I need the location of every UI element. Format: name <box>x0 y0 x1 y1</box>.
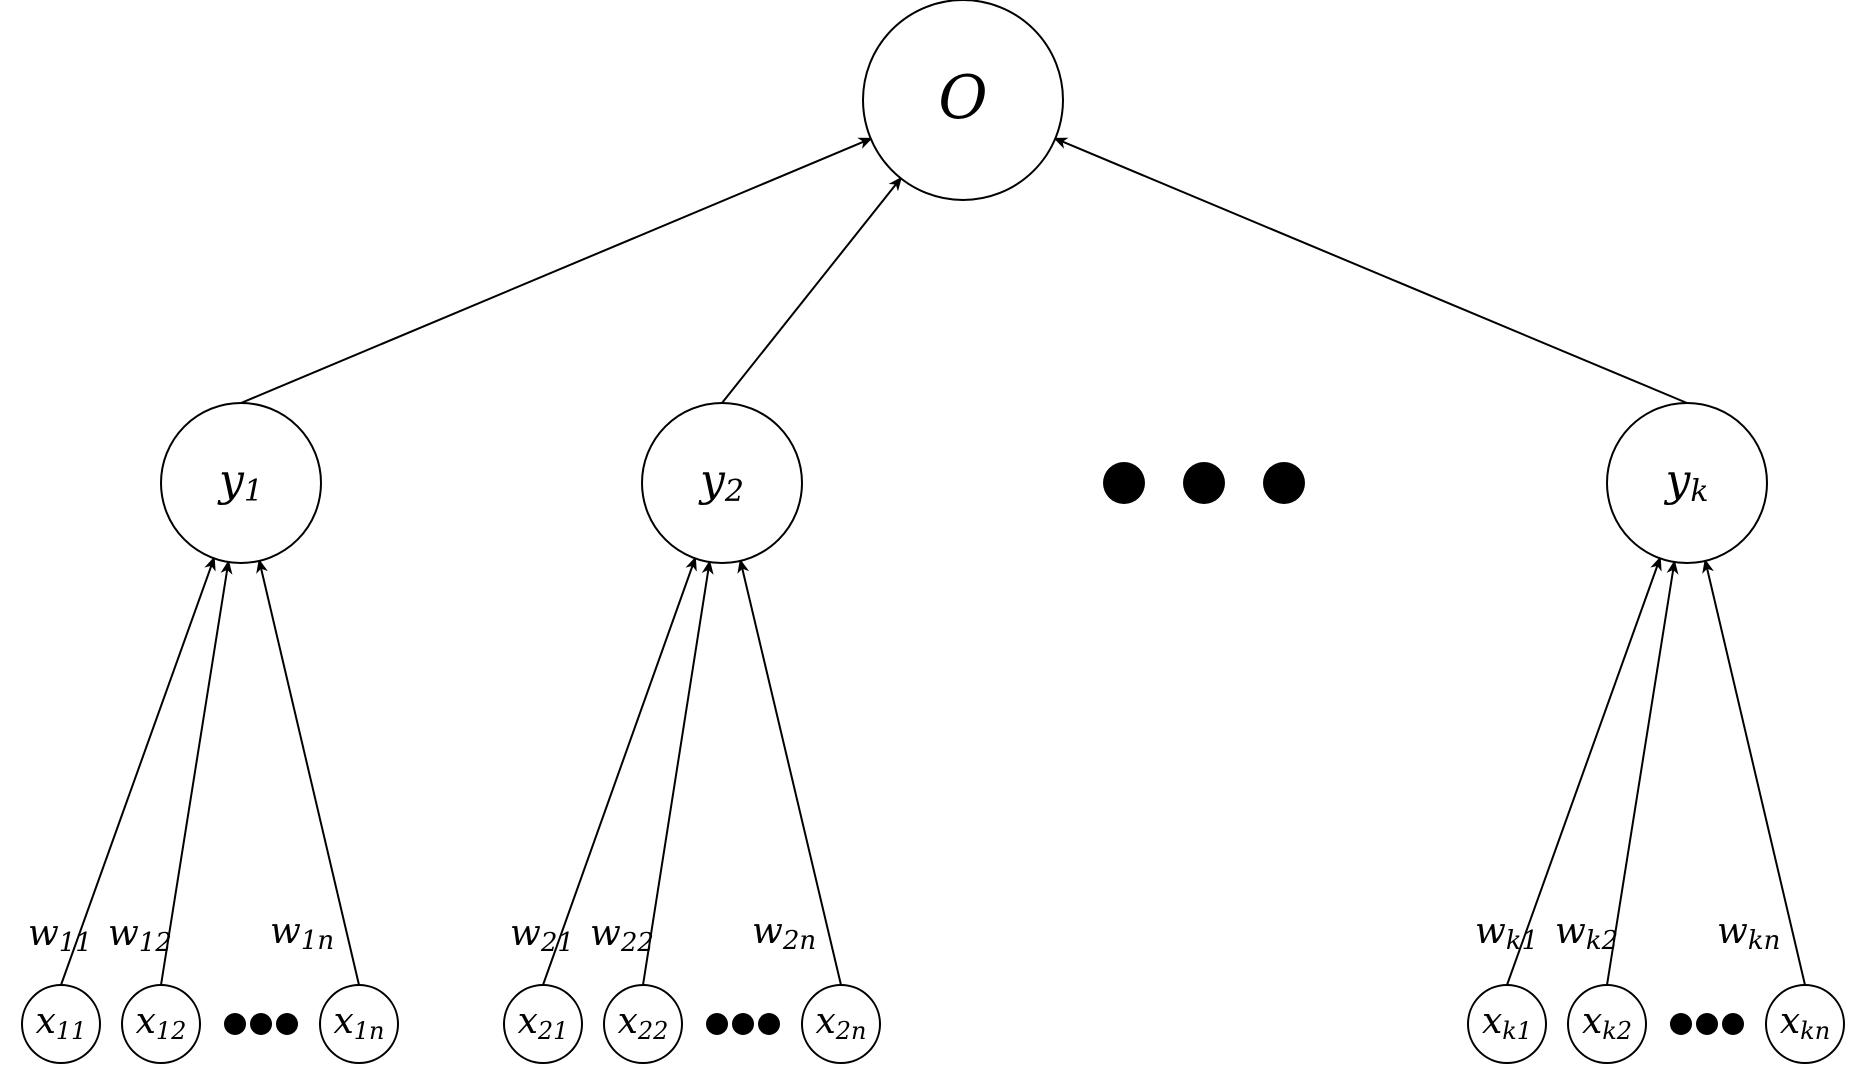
ellipsis-inputs-group-k-dot-3 <box>1722 1013 1744 1035</box>
edge-yk-to-O <box>1053 137 1688 404</box>
node-xk1: xk1 <box>1467 984 1547 1064</box>
node-x22: x22 <box>603 984 683 1064</box>
weight-label-w21: w21 <box>510 913 574 958</box>
ellipsis-inputs-group-2-dot-3 <box>758 1013 780 1035</box>
node-x12: x12 <box>121 984 201 1064</box>
edge-x12-to-y1 <box>160 560 233 986</box>
edge-xk2-to-yk <box>1606 560 1679 986</box>
node-label-x1n: x1n <box>333 1001 384 1045</box>
node-label-x11: x11 <box>36 1001 87 1045</box>
ellipsis-hidden-nodes-dot-3 <box>1263 462 1305 504</box>
node-circle-x11 <box>21 984 101 1064</box>
node-label-O: O <box>938 63 987 133</box>
ellipsis-inputs-group-k-dot-1 <box>1670 1013 1692 1035</box>
weight-label-w1n: w1n <box>270 911 334 956</box>
node-label-y1: y1 <box>217 455 263 510</box>
weight-label-w2n: w2n <box>752 911 816 956</box>
node-x21: x21 <box>503 984 583 1064</box>
edge-x11-to-y1 <box>60 556 216 986</box>
node-y1: y1 <box>160 402 322 564</box>
edge-y1-to-O <box>240 137 873 404</box>
ellipsis-inputs-group-k <box>1670 1013 1744 1035</box>
ellipsis-hidden-nodes <box>1103 462 1305 504</box>
node-label-x12: x12 <box>136 1001 187 1045</box>
node-circle-x1n <box>319 984 399 1064</box>
ellipsis-inputs-group-1-dot-2 <box>250 1013 272 1035</box>
node-xkn: xkn <box>1765 984 1845 1064</box>
node-x2n: x2n <box>801 984 881 1064</box>
node-label-x22: x22 <box>618 1001 669 1045</box>
node-O: O <box>862 0 1064 201</box>
node-label-y2: y2 <box>698 455 744 510</box>
nodes-layer: Oy1 y2 yk x11 x12 x1n x21 x22 x2n xk1 xk2 xkn <box>21 0 1845 1064</box>
node-circle-xk1 <box>1467 984 1547 1064</box>
ellipsis-hidden-nodes-dot-1 <box>1103 462 1145 504</box>
node-circle-x22 <box>603 984 683 1064</box>
ellipsis-layer <box>224 462 1744 1035</box>
weight-label-wk1: wk1 <box>1475 911 1538 956</box>
weight-label-wkn: wkn <box>1717 911 1780 956</box>
ellipsis-inputs-group-2 <box>706 1013 780 1035</box>
ellipsis-inputs-group-2-dot-2 <box>732 1013 754 1035</box>
edge-x22-to-y2 <box>642 560 714 986</box>
node-yk: yk <box>1606 402 1768 564</box>
weight-label-w22: w22 <box>590 913 654 958</box>
edge-xk1-to-yk <box>1506 556 1662 986</box>
ellipsis-inputs-group-1-dot-3 <box>276 1013 298 1035</box>
edge-xkn-to-yk <box>1702 558 1806 986</box>
ellipsis-inputs-group-1 <box>224 1013 298 1035</box>
node-label-xk2: xk2 <box>1582 1001 1632 1045</box>
node-circle-y2 <box>641 402 803 564</box>
edge-x1n-to-y1 <box>256 558 360 986</box>
node-label-x21: x21 <box>518 1001 569 1045</box>
node-label-yk: yk <box>1663 455 1708 510</box>
weight-labels-layer: w11 w12 w1n w21 w22 w2n wk1 wk2 wkn <box>28 911 1780 958</box>
node-circle-x2n <box>801 984 881 1064</box>
weight-label-w11: w11 <box>28 913 92 958</box>
node-circle-yk <box>1606 402 1768 564</box>
node-y2: y2 <box>641 402 803 564</box>
node-circle-y1 <box>160 402 322 564</box>
node-circle-O <box>862 0 1064 201</box>
node-label-x2n: x2n <box>815 1001 866 1045</box>
edge-y2-to-O <box>721 176 902 404</box>
node-xk2: xk2 <box>1567 984 1647 1064</box>
ellipsis-inputs-group-1-dot-1 <box>224 1013 246 1035</box>
node-circle-xk2 <box>1567 984 1647 1064</box>
edge-x21-to-y2 <box>542 556 697 986</box>
node-x11: x11 <box>21 984 101 1064</box>
node-circle-x12 <box>121 984 201 1064</box>
node-label-xkn: xkn <box>1780 1001 1830 1045</box>
node-x1n: x1n <box>319 984 399 1064</box>
edges-layer <box>60 137 1806 986</box>
node-circle-x21 <box>503 984 583 1064</box>
weight-label-wk2: wk2 <box>1555 911 1618 956</box>
node-label-xk1: xk1 <box>1482 1001 1532 1045</box>
weight-label-w12: w12 <box>108 913 172 958</box>
ellipsis-inputs-group-k-dot-2 <box>1696 1013 1718 1035</box>
ellipsis-inputs-group-2-dot-1 <box>706 1013 728 1035</box>
edge-x2n-to-y2 <box>737 558 842 986</box>
node-circle-xkn <box>1765 984 1845 1064</box>
ellipsis-hidden-nodes-dot-2 <box>1183 462 1225 504</box>
